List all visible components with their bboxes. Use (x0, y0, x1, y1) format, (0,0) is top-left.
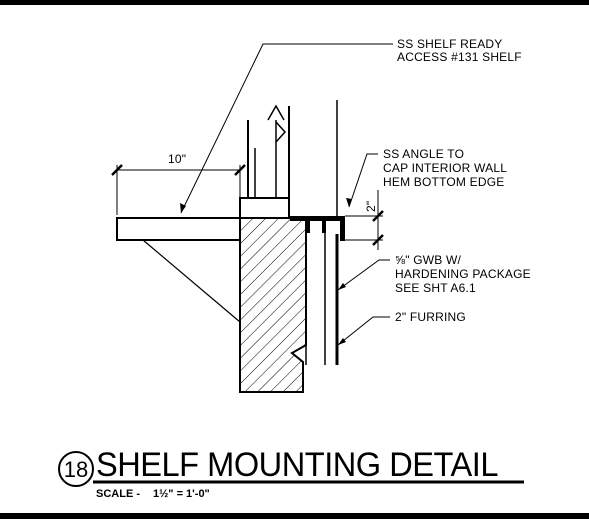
note-angle-line3: HEM BOTTOM EDGE (383, 175, 504, 189)
detail-number: 18 (64, 457, 88, 482)
note-shelf-line2: ACCESS #131 SHELF (397, 50, 522, 64)
furring-and-gwb (305, 100, 339, 365)
note-shelf-line1: SS SHELF READY (397, 37, 503, 51)
dimension-2in-label: 2" (364, 201, 378, 212)
top-border (0, 0, 589, 5)
scale-value: 1½" = 1'-0" (153, 488, 210, 500)
note-gwb-line3: SEE SHT A6.1 (395, 281, 476, 295)
stud-wall-above (247, 104, 290, 198)
hatched-wall (239, 217, 307, 393)
wall-cap-block (239, 197, 290, 219)
dimension-10in (111, 164, 246, 215)
note-angle-line2: CAP INTERIOR WALL (383, 161, 507, 175)
shelf (116, 217, 241, 241)
leader-arrows (180, 198, 352, 345)
detail-number-circle (58, 451, 94, 487)
shelf-bracket (142, 239, 241, 323)
dimension-2in (345, 190, 384, 250)
note-gwb-line1: ⅝" GWB W/ (395, 253, 462, 267)
ss-angle (290, 216, 345, 241)
note-furring: 2" FURRING (395, 310, 466, 324)
scale-label: SCALE - (96, 488, 140, 500)
detail-title: SHELF MOUNTING DETAIL (96, 446, 498, 484)
dimension-10in-label: 10" (168, 152, 186, 166)
note-angle-line1: SS ANGLE TO (383, 147, 464, 161)
leader-lines (180, 43, 393, 346)
note-gwb-line2: HARDENING PACKAGE (395, 267, 531, 281)
bottom-border (0, 513, 589, 519)
